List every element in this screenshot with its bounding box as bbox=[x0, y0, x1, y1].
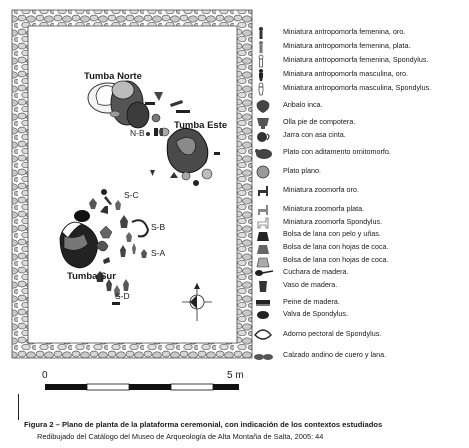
sd-context-items bbox=[96, 271, 129, 305]
legend-item: Calzado andino de cuero y lana. bbox=[253, 349, 467, 363]
legend-label: Miniatura antropomorfa femenina, plata. bbox=[283, 41, 411, 50]
legend-item: Bolsa de lana con hojas de coca. bbox=[253, 241, 467, 255]
legend-label: Plato con aditamento ornitomorfo. bbox=[283, 147, 391, 156]
aribalo-icon bbox=[256, 100, 270, 113]
sa-label: S-A bbox=[151, 248, 166, 258]
figure-caption-source: Redibujado del Catálogo del Museo de Arq… bbox=[37, 432, 324, 441]
legend-item: Bolsa de lana con pelo y uñas. bbox=[253, 228, 467, 242]
scale-bar bbox=[45, 383, 239, 391]
north-arrow-icon bbox=[182, 283, 212, 321]
legend-label: Adorno pectoral de Spondylus. bbox=[283, 329, 382, 338]
legend-item: Miniatura zoomorfa plata. bbox=[253, 203, 467, 217]
legend-item: Bolsa de lana con hojas de coca. bbox=[253, 254, 467, 268]
shell-icon bbox=[257, 311, 269, 319]
pot-icon bbox=[257, 118, 269, 129]
comb-icon bbox=[256, 300, 270, 306]
spoon-icon bbox=[255, 270, 274, 276]
legend-label: Miniatura antropomorfa femenina, oro. bbox=[283, 27, 406, 36]
legend-label: Bolsa de lana con pelo y uñas. bbox=[283, 229, 381, 238]
legend-item: Plato plano. bbox=[253, 165, 467, 179]
legend-label: Miniatura zoomorfa plata. bbox=[283, 204, 365, 213]
figurine-icon bbox=[259, 69, 263, 81]
sa-context-items bbox=[120, 243, 147, 258]
bag-icon bbox=[257, 245, 269, 254]
legend-label: Miniatura zoomorfa Spondylus. bbox=[283, 217, 383, 226]
animal-icon bbox=[258, 205, 268, 215]
caption-rule bbox=[18, 394, 19, 420]
bag-icon bbox=[256, 257, 270, 268]
sd-label: S-D bbox=[115, 291, 130, 301]
pectoral-icon bbox=[254, 329, 272, 340]
legend-item: Miniatura antropomorfa femenina, Spondyl… bbox=[253, 54, 467, 68]
legend-item: Miniatura antropomorfa masculina, Spondy… bbox=[253, 82, 467, 96]
nb-label: N-B bbox=[130, 128, 145, 138]
legend-item: Peine de madera. bbox=[253, 296, 467, 310]
legend-label: Olla pie de compotera. bbox=[283, 117, 356, 126]
legend-item: Miniatura antropomorfa femenina, plata. bbox=[253, 40, 467, 54]
nb-context-items bbox=[146, 128, 163, 136]
stone-wall bbox=[11, 9, 253, 359]
legend-item: Miniatura antropomorfa masculina, oro. bbox=[253, 68, 467, 82]
legend-item: Aribalo inca. bbox=[253, 99, 467, 113]
legend-item: Miniatura antropomorfa femenina, oro. bbox=[253, 26, 467, 40]
legend-label: Aribalo inca. bbox=[283, 100, 323, 109]
legend-label: Valva de Spondylus. bbox=[283, 309, 348, 318]
legend-item: Cuchara de madera. bbox=[253, 266, 467, 280]
legend-item: Miniatura zoomorfa oro. bbox=[253, 184, 467, 198]
tumba-este-group bbox=[150, 127, 220, 186]
legend-label: Miniatura antropomorfa masculina, Spondy… bbox=[283, 83, 432, 92]
animal-icon bbox=[257, 217, 269, 229]
legend-label: Calzado andino de cuero y lana. bbox=[283, 350, 387, 359]
legend-label: Miniatura antropomorfa femenina, Spondyl… bbox=[283, 55, 429, 64]
legend-label: Cuchara de madera. bbox=[283, 267, 349, 276]
tumba-sur-group bbox=[59, 210, 113, 269]
legend-label: Vaso de madera. bbox=[283, 280, 338, 289]
tumba-norte-label: Tumba Norte bbox=[84, 71, 142, 82]
sc-label: S-C bbox=[124, 190, 139, 200]
sb-label: S-B bbox=[151, 222, 166, 232]
bird-plate-icon bbox=[255, 149, 272, 159]
sb-pectoral bbox=[120, 215, 150, 242]
figurine-icon bbox=[259, 27, 263, 39]
legend-label: Bolsa de lana con hojas de coca. bbox=[283, 242, 389, 251]
scale-start-label: 0 bbox=[42, 370, 48, 381]
legend-label: Plato plano. bbox=[283, 166, 321, 175]
bag-icon bbox=[257, 232, 269, 241]
legend-item: Valva de Spondylus. bbox=[253, 308, 467, 322]
figurine-icon bbox=[259, 41, 263, 53]
figure-caption-title: Figura 2 – Plano de planta de la platafo… bbox=[24, 420, 383, 429]
legend-label: Miniatura zoomorfa oro. bbox=[283, 185, 359, 194]
jar-icon bbox=[257, 132, 270, 142]
legend-item: Vaso de madera. bbox=[253, 279, 467, 293]
scale-end-label: 5 m bbox=[227, 370, 244, 381]
legend-label: Peine de madera. bbox=[283, 297, 340, 306]
plate-icon bbox=[256, 165, 270, 179]
legend-label: Miniatura antropomorfa masculina, oro. bbox=[283, 69, 409, 78]
legend-item: Adorno pectoral de Spondylus. bbox=[253, 328, 467, 342]
legend-item: Jarra con asa cinta. bbox=[253, 129, 467, 143]
sandal-icon bbox=[254, 354, 273, 360]
legend-label: Bolsa de lana con hojas de coca. bbox=[283, 255, 389, 264]
animal-icon bbox=[258, 186, 268, 196]
tumba-norte-group bbox=[87, 80, 190, 129]
legend-item: Miniatura zoomorfa Spondylus. bbox=[253, 216, 467, 230]
tumba-sur-label: Tumba Sur bbox=[67, 271, 116, 282]
legend-item: Plato con aditamento ornitomorfo. bbox=[253, 146, 467, 160]
legend-label: Jarra con asa cinta. bbox=[283, 130, 346, 139]
figurine-icon bbox=[258, 54, 264, 68]
legend-item: Olla pie de compotera. bbox=[253, 116, 467, 130]
cup-icon bbox=[259, 281, 267, 292]
figurine-icon bbox=[258, 82, 264, 96]
tumba-este-label: Tumba Este bbox=[174, 120, 228, 131]
